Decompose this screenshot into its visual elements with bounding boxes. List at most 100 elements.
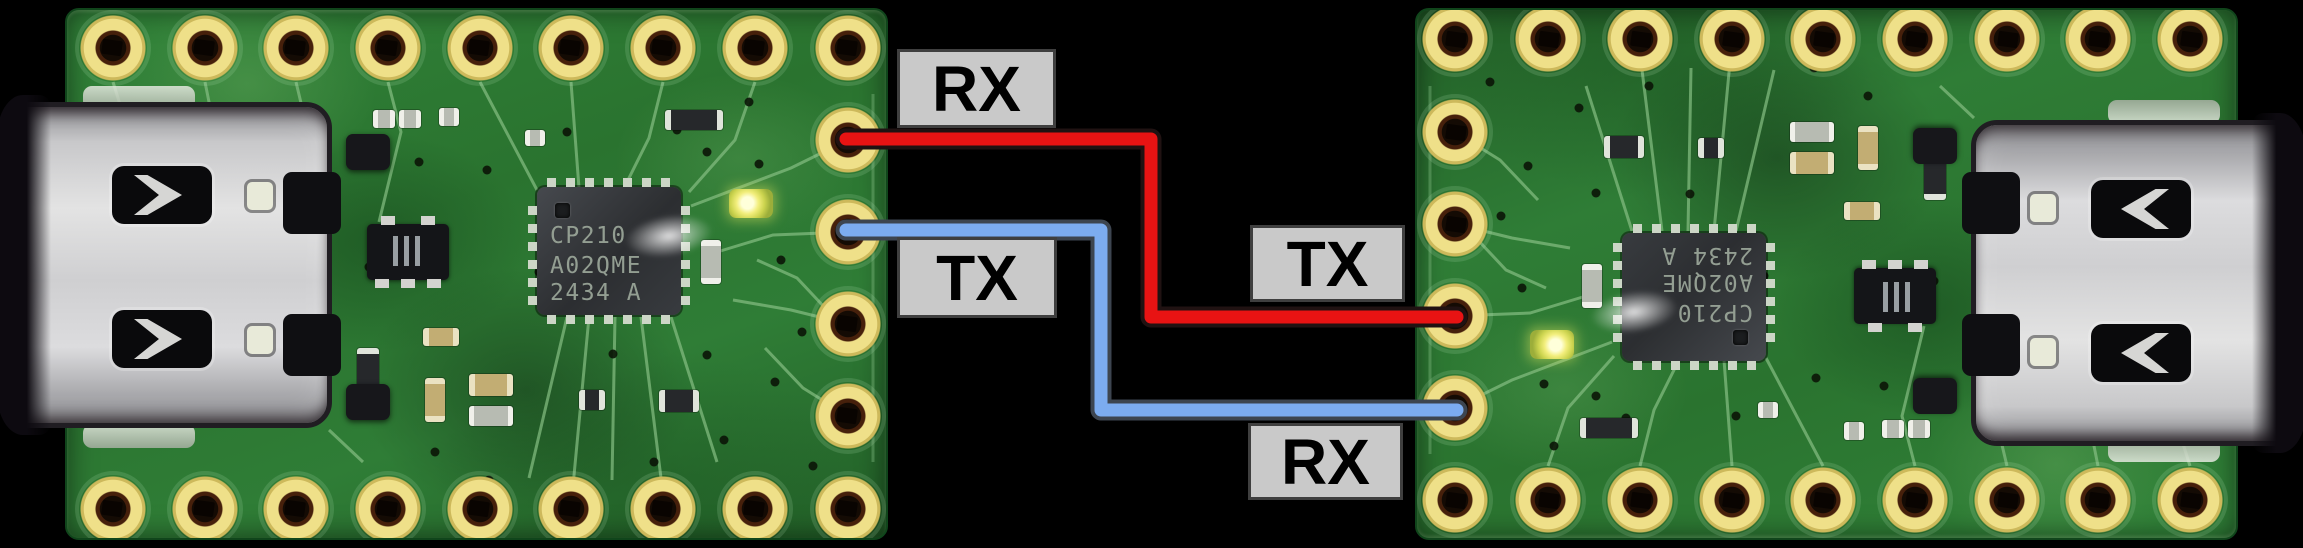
through-hole-pad bbox=[262, 14, 330, 82]
chip-pins bbox=[528, 197, 537, 305]
usb-c-spring-contact bbox=[2030, 194, 2056, 222]
passive-component bbox=[1698, 138, 1724, 158]
through-hole-pad bbox=[1606, 8, 1674, 73]
usb-c-connector bbox=[0, 95, 398, 435]
usb-c-spring-contact bbox=[247, 326, 273, 354]
through-hole-pad bbox=[1789, 8, 1857, 73]
through-hole-pad bbox=[814, 290, 882, 358]
passive-component bbox=[469, 406, 513, 426]
usb-c-opening bbox=[2252, 113, 2303, 453]
chip-marking-line3: 2434 A bbox=[550, 280, 643, 306]
through-hole-pad bbox=[814, 475, 882, 538]
usb-c-insulator bbox=[283, 314, 341, 376]
passive-component bbox=[1580, 418, 1638, 438]
through-hole-pad bbox=[2064, 8, 2132, 73]
usb-c-insulator bbox=[283, 172, 341, 234]
usb-c-insulator bbox=[1962, 314, 2020, 376]
right-rx-label: RX bbox=[1248, 423, 1403, 500]
chip-pins bbox=[1766, 243, 1775, 351]
passive-component bbox=[1844, 202, 1880, 220]
through-hole-pad bbox=[721, 14, 789, 82]
passive-component bbox=[1844, 422, 1864, 440]
passive-component bbox=[659, 390, 699, 412]
through-hole-pad bbox=[1698, 8, 1766, 73]
through-hole-pad bbox=[79, 475, 147, 538]
usb-c-contact-clip bbox=[112, 310, 212, 368]
through-hole-pad bbox=[2156, 8, 2224, 73]
through-hole-pad bbox=[1606, 466, 1674, 534]
pcb-board-right: CP210 A02QME 2434 A bbox=[1415, 8, 2303, 540]
usb-c-spring-contact bbox=[2030, 338, 2056, 366]
through-hole-pad bbox=[446, 475, 514, 538]
usb-c-anchor-tab bbox=[346, 384, 390, 420]
passive-component bbox=[1758, 402, 1778, 418]
tx-pin-pad bbox=[814, 198, 882, 266]
passive-component bbox=[1882, 420, 1904, 438]
rx-pin-pad bbox=[1421, 374, 1489, 442]
passive-component bbox=[469, 374, 513, 396]
passive-component bbox=[525, 130, 545, 146]
through-hole-pad bbox=[171, 14, 239, 82]
cp210x-chip: CP210 A02QME 2434 A bbox=[528, 178, 716, 324]
passive-component bbox=[399, 110, 421, 128]
usb-c-anchor-tab bbox=[1913, 378, 1957, 414]
through-hole-pad bbox=[1698, 466, 1766, 534]
pin1-marker bbox=[1733, 330, 1748, 345]
through-hole-pad bbox=[814, 14, 882, 82]
through-hole-pad bbox=[79, 14, 147, 82]
sot23-marking bbox=[393, 236, 425, 266]
through-hole-pad bbox=[1421, 8, 1489, 73]
through-hole-pad bbox=[1881, 466, 1949, 534]
through-hole-pad bbox=[354, 475, 422, 538]
usb-c-anchor-tab bbox=[1913, 128, 1957, 164]
left-tx-label: TX bbox=[897, 237, 1057, 318]
connector-solder-pad bbox=[83, 424, 195, 448]
cp210x-chip: CP210 A02QME 2434 A bbox=[1587, 233, 1775, 361]
through-hole-pad bbox=[1973, 8, 2041, 73]
status-led bbox=[1530, 330, 1574, 359]
through-hole-pad bbox=[171, 475, 239, 538]
pcb-board-left: CP210 A02QME 2434 A bbox=[0, 8, 888, 540]
passive-component bbox=[439, 108, 459, 126]
pin1-marker bbox=[555, 203, 570, 218]
through-hole-pad bbox=[629, 475, 697, 538]
through-hole-pad bbox=[814, 382, 882, 450]
usb-c-connector bbox=[1905, 113, 2303, 453]
usb-c-anchor-tab bbox=[346, 134, 390, 170]
through-hole-pad bbox=[1421, 466, 1489, 534]
through-hole-pad bbox=[721, 475, 789, 538]
through-hole-pad bbox=[2064, 466, 2132, 534]
through-hole-pad bbox=[1973, 466, 2041, 534]
usb-c-contact-clip bbox=[2091, 324, 2191, 382]
passive-component bbox=[1790, 152, 1834, 174]
through-hole-pad bbox=[354, 14, 422, 82]
chip-marking-line3: 2434 A bbox=[1660, 242, 1753, 268]
right-tx-label: TX bbox=[1250, 225, 1405, 302]
through-hole-pad bbox=[1789, 466, 1857, 534]
usb-c-contact-clip bbox=[112, 166, 212, 224]
passive-component bbox=[665, 110, 723, 130]
passive-component bbox=[579, 390, 605, 410]
through-hole-pad bbox=[2156, 466, 2224, 534]
chip-marking-line1: CP210 bbox=[1676, 299, 1753, 325]
passive-component bbox=[1858, 126, 1878, 170]
through-hole-pad bbox=[1421, 98, 1489, 166]
tx-pin-pad bbox=[1421, 282, 1489, 350]
passive-component bbox=[425, 378, 445, 422]
usb-c-insulator bbox=[1962, 172, 2020, 234]
passive-component bbox=[1790, 122, 1834, 142]
through-hole-pad bbox=[537, 14, 605, 82]
usb-c-spring-contact bbox=[247, 182, 273, 210]
usb-c-opening bbox=[0, 95, 51, 435]
through-hole-pad bbox=[629, 14, 697, 82]
rx-pin-pad bbox=[814, 106, 882, 174]
chip-marking-line1: CP210 bbox=[550, 223, 627, 249]
through-hole-pad bbox=[262, 475, 330, 538]
status-led bbox=[729, 189, 773, 218]
through-hole-pad bbox=[537, 475, 605, 538]
through-hole-pad bbox=[1881, 8, 1949, 73]
chip-marking-line2: A02QME bbox=[550, 253, 643, 279]
usb-c-contact-clip bbox=[2091, 180, 2191, 238]
passive-component bbox=[1604, 136, 1644, 158]
